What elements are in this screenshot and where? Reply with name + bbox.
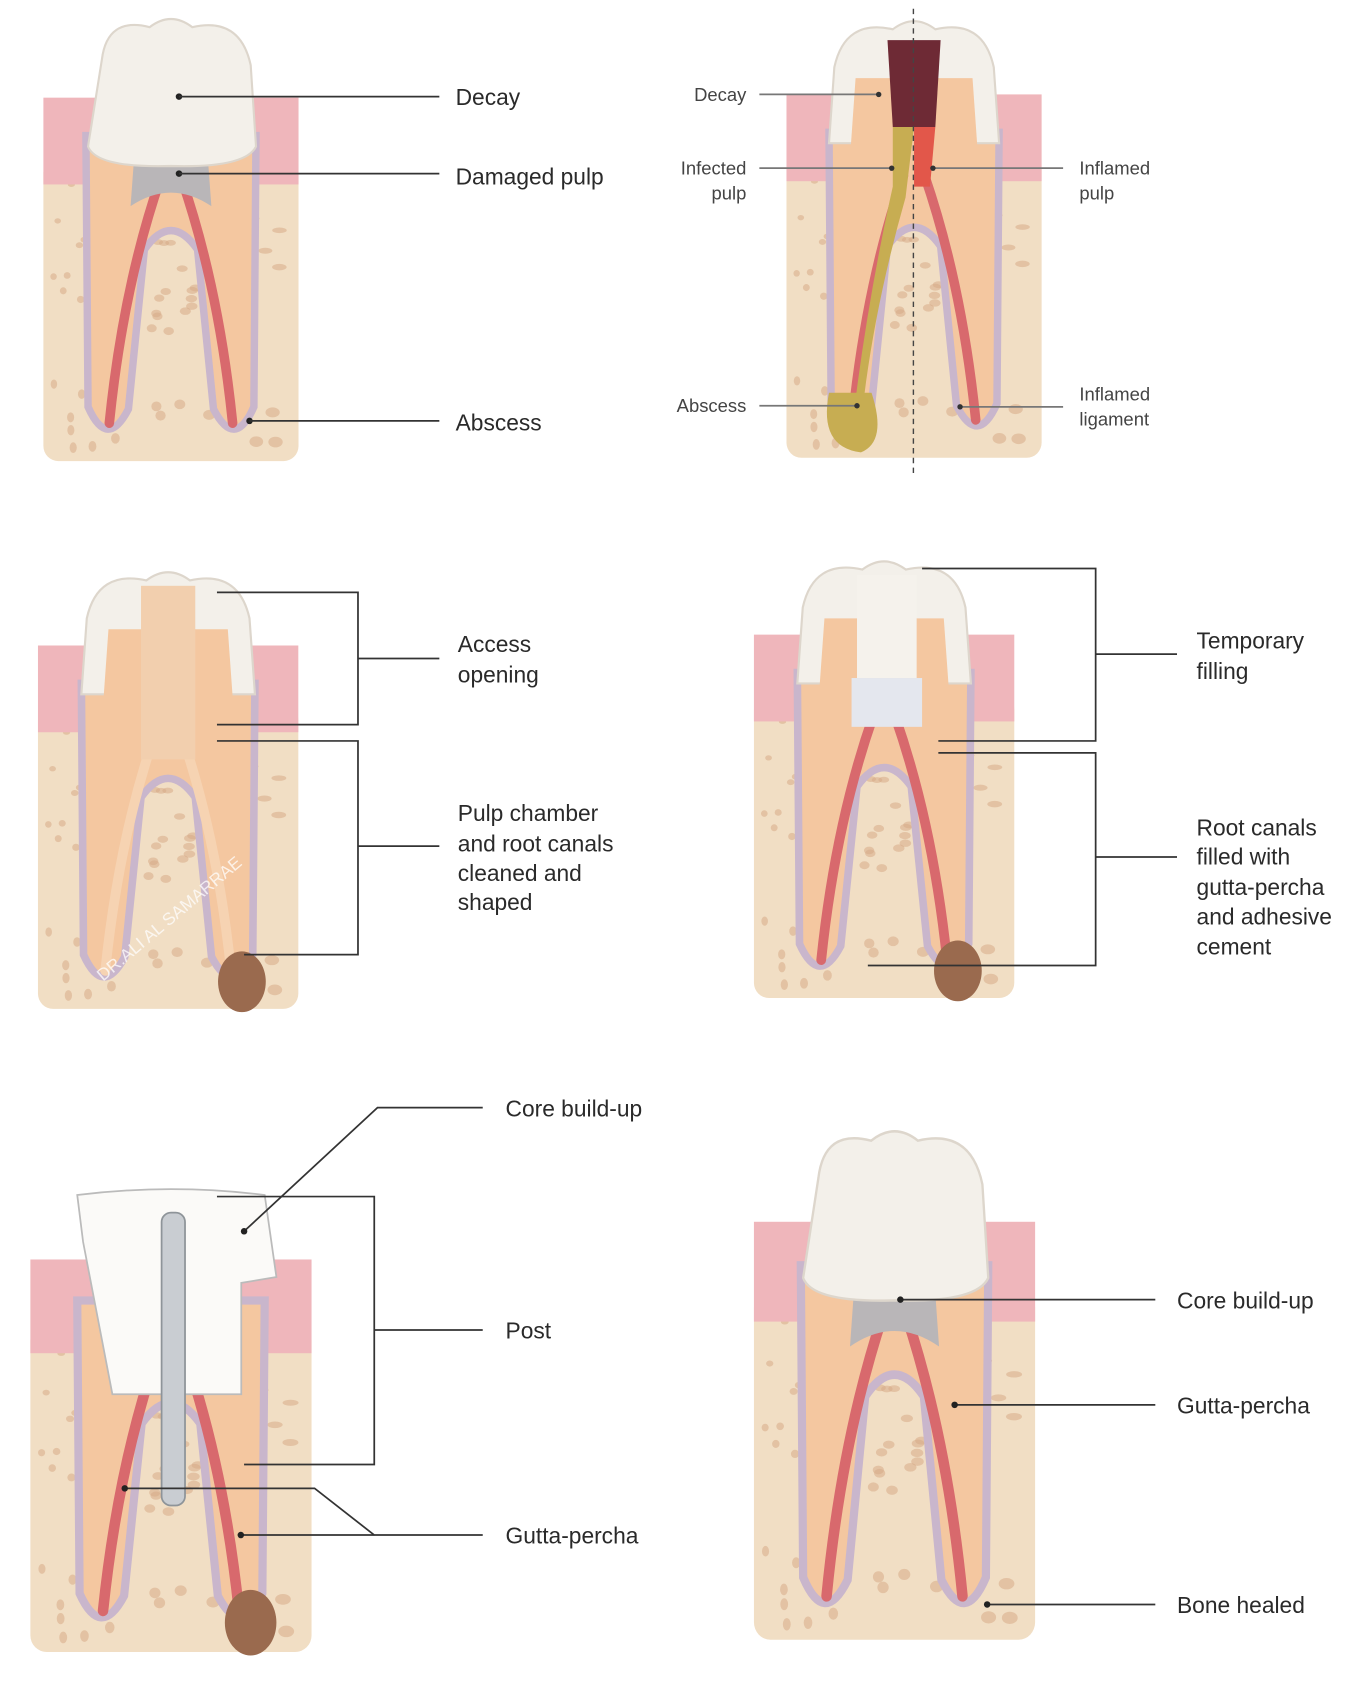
label-filled-3: gutta-percha: [1197, 874, 1325, 900]
label-cleaned-3: cleaned and: [458, 860, 582, 886]
label-temporary-1: Temporary: [1197, 628, 1305, 654]
temporary-filling: [856, 574, 917, 679]
tooth-crown: [753, 1130, 1036, 1640]
panel-post: Core build-up Post Gutta-percha: [121, 1095, 643, 1549]
label-inflamed-ligament-2: ligament: [1079, 408, 1149, 429]
panel-filling: Temporary filling Root canals filled wit…: [867, 567, 1332, 967]
abscess: [224, 1589, 277, 1656]
decay: [887, 40, 941, 127]
label-cleaned-2: and root canals: [458, 831, 614, 857]
label-access-2: opening: [458, 661, 539, 687]
label-cleaned-1: Pulp chamber: [458, 800, 599, 826]
panel-infection-detail: Decay Infected pulp Abscess Inflamed pul…: [677, 8, 1150, 473]
tooth-access: [37, 571, 299, 1013]
label-cleaned-4: shaped: [458, 889, 533, 915]
panel-crown: Core build-up Gutta-percha Bone healed: [897, 1287, 1314, 1618]
tooth-problem: [43, 17, 299, 462]
root-canal: [900, 1309, 968, 1602]
abscess: [826, 392, 878, 453]
label-inflamed-pulp-1: Inflamed: [1079, 158, 1150, 179]
label-post: Post: [506, 1318, 552, 1344]
tooth-root: [82, 131, 260, 433]
label-filled-4: and adhesive: [1197, 903, 1332, 929]
root-canal: [821, 1309, 889, 1602]
core: [850, 1296, 940, 1347]
crown: [801, 1130, 990, 1302]
label-damaged-pulp: Damaged pulp: [456, 163, 604, 189]
label-access-1: Access: [458, 631, 531, 657]
tooth-filling: [753, 560, 1015, 1002]
abscess: [218, 951, 266, 1013]
post: [160, 1211, 186, 1507]
tooth-infection-detail: [786, 20, 1042, 458]
panel-access: Access opening Pulp chamber and root can…: [216, 591, 614, 956]
root-canal: [816, 711, 879, 965]
label-inflamed-ligament-1: Inflamed: [1079, 383, 1150, 404]
label-core-build-up: Core build-up: [1177, 1287, 1314, 1313]
label-infected-pulp-1: Infected: [681, 158, 747, 179]
label-core-build-up: Core build-up: [506, 1095, 643, 1121]
label-bone-healed: Bone healed: [1177, 1592, 1305, 1618]
label-temporary-2: filling: [1197, 658, 1249, 684]
abscess: [934, 940, 982, 1002]
label-decay: Decay: [456, 84, 521, 110]
label-gutta-percha: Gutta-percha: [1177, 1393, 1310, 1419]
infected-pulp: [852, 126, 915, 426]
label-decay: Decay: [694, 84, 747, 105]
crown: [86, 17, 258, 168]
label-abscess: Abscess: [456, 410, 542, 436]
adhesive-cement: [851, 678, 923, 727]
root-canal: [104, 174, 166, 428]
root-canal: [890, 711, 952, 965]
panel-problem: Decay Damaged pulp Abscess: [175, 84, 604, 436]
label-filled-1: Root canals: [1197, 814, 1317, 840]
tooth-illustrations: [30, 17, 1042, 1656]
root-canal: [176, 174, 238, 428]
label-abscess: Abscess: [677, 395, 747, 416]
label-inflamed-pulp-2: pulp: [1079, 183, 1114, 204]
label-infected-pulp-2: pulp: [711, 183, 746, 204]
label-filled-2: filled with: [1197, 844, 1291, 870]
label-filled-5: cement: [1197, 934, 1272, 960]
root-canal: [919, 170, 981, 425]
access-opening: [141, 585, 196, 760]
tooth-post: [30, 1188, 312, 1656]
tooth-root: [796, 1261, 993, 1608]
inflamed-pulp: [914, 126, 936, 187]
label-gutta-percha: Gutta-percha: [506, 1523, 639, 1549]
